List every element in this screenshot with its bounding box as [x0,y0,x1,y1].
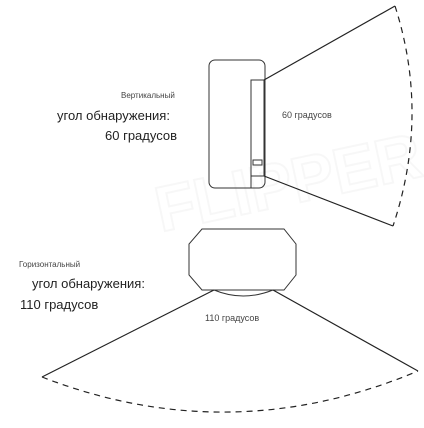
vertical-sector-upper-edge [263,5,396,81]
vertical-sensor-body [208,59,266,189]
vertical-sensor-lens [250,79,265,177]
vertical-angle-line2: 60 градусов [105,128,177,143]
horizontal-title: Горизонтальный [19,260,81,269]
vertical-sensor [208,59,266,189]
horizontal-sensor-lens [213,289,274,297]
vertical-sector [263,5,413,227]
horizontal-sensor [188,228,297,297]
horizontal-sector [41,289,419,413]
horizontal-sector-left-edge [41,289,215,378]
vertical-sector-lower-edge [263,175,394,227]
vertical-title: Вертикальный [121,91,175,100]
horizontal-sector-right-edge [272,289,419,372]
horizontal-sector-label: 110 градусов [205,313,260,323]
horizontal-sensor-body [188,228,297,291]
vertical-sector-label: 60 градусов [282,110,332,120]
horizontal-angle-line2: 110 градусов [20,297,99,312]
vertical-sensor-button [252,159,263,166]
vertical-angle-line1: угол обнаружения: [57,108,170,123]
svg-text:FLIPPER: FLIPPER [149,119,424,246]
horizontal-angle-line1: угол обнаружения: [32,276,145,291]
horizontal-sector-arc [41,370,419,413]
vertical-sector-arc [392,5,413,227]
watermark-logo: FLIPPER [148,118,424,247]
